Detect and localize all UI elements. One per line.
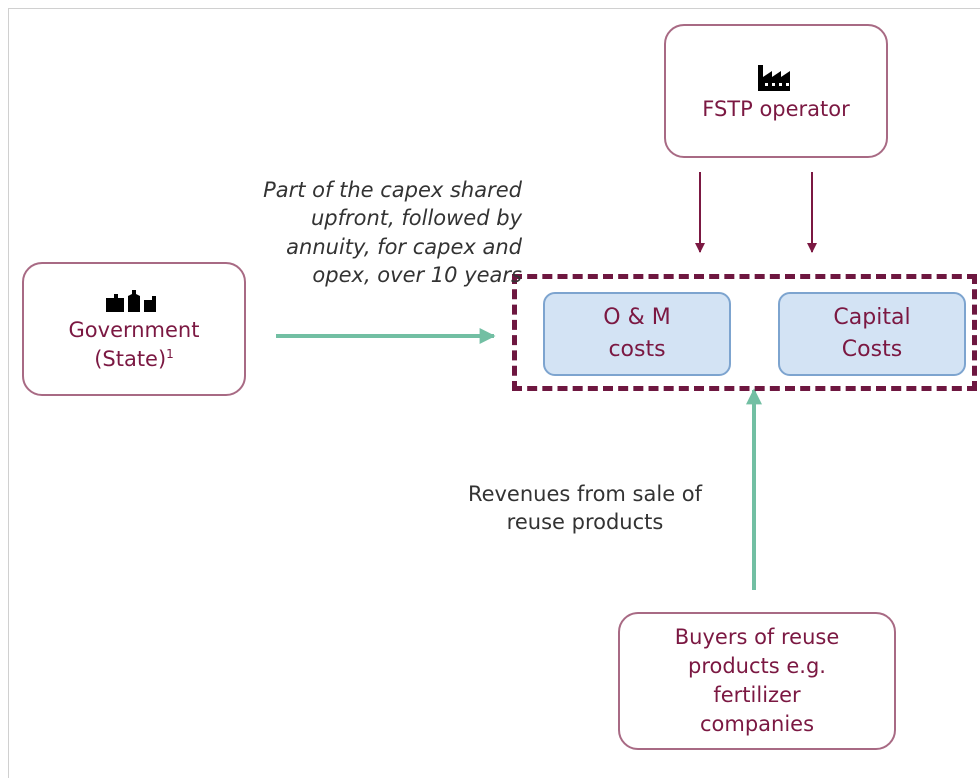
government-flow-label: Part of the capex shared upfront, follow… [263, 178, 522, 288]
factory-icon [758, 64, 790, 91]
fstp-operator-box: FSTP operator [664, 24, 888, 158]
figure-frame [8, 8, 980, 778]
buyers-label: Buyers of reuse products e.g. fertilizer… [674, 625, 840, 736]
costs-dashed-group [512, 274, 977, 391]
om-costs-box: O & M costs [543, 292, 731, 376]
government-label: Government (State) [68, 318, 200, 371]
flow-arrows [276, 172, 817, 590]
government-building-icon [106, 290, 156, 313]
government-box: Government (State)1 [22, 262, 246, 396]
buyers-box: Buyers of reuse products e.g. fertilizer… [618, 612, 896, 750]
revenue-flow-label: Revenues from sale of reuse products [467, 482, 703, 535]
government-footnote: 1 [166, 347, 174, 361]
fstp-label: FSTP operator [702, 96, 850, 121]
capital-costs-box: Capital Costs [778, 292, 966, 376]
